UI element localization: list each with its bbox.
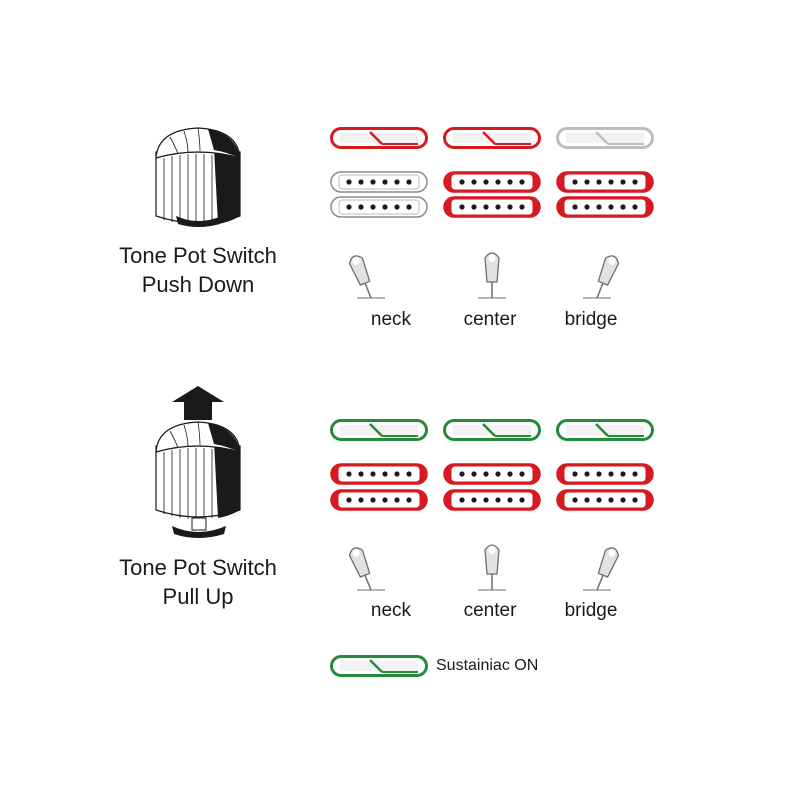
pickup-column-center-1 xyxy=(443,127,541,299)
pickup-column-neck-2 xyxy=(330,419,428,591)
single-coil-bar-center-1 xyxy=(443,127,541,149)
selector-lever-icon-center-1 xyxy=(478,252,506,299)
knob-subtitle-2: Pull Up xyxy=(163,584,234,609)
humbucker-coil-top-neck-2 xyxy=(330,463,428,485)
position-label-bridge-1: bridge xyxy=(565,309,618,330)
pickup-column-bridge-1 xyxy=(556,127,654,299)
selector-lever-icon-center-2 xyxy=(478,544,506,591)
legend-bar-icon xyxy=(330,655,428,677)
position-label-center-2: center xyxy=(464,600,517,621)
knob-title-2: Tone Pot Switch xyxy=(119,555,277,580)
knob-pulled-icon xyxy=(155,421,241,538)
up-arrow-icon xyxy=(172,386,224,420)
pickup-column-neck-1 xyxy=(330,127,428,299)
humbucker-coil-bottom-bridge-2 xyxy=(556,489,654,511)
humbucker-coil-bottom-center-2 xyxy=(443,489,541,511)
humbucker-coil-top-bridge-1 xyxy=(556,171,654,193)
position-label-neck-2: neck xyxy=(371,600,412,621)
humbucker-coil-bottom-neck-2 xyxy=(330,489,428,511)
single-coil-bar-center-2 xyxy=(443,419,541,441)
position-label-center-1: center xyxy=(464,309,517,330)
humbucker-coil-top-center-1 xyxy=(443,171,541,193)
selector-lever-icon-bridge-1 xyxy=(583,255,620,299)
legend-sustainiac-bar xyxy=(330,655,428,677)
humbucker-coil-top-neck-1 xyxy=(330,171,428,193)
knob-subtitle-1: Push Down xyxy=(142,272,255,297)
pickup-column-bridge-2 xyxy=(556,419,654,591)
selector-lever-icon-neck-2 xyxy=(348,547,385,591)
single-coil-bar-bridge-2 xyxy=(556,419,654,441)
humbucker-coil-top-center-2 xyxy=(443,463,541,485)
single-coil-bar-neck-2 xyxy=(330,419,428,441)
humbucker-coil-bottom-bridge-1 xyxy=(556,196,654,218)
selector-lever-icon-bridge-2 xyxy=(583,547,620,591)
humbucker-coil-bottom-neck-1 xyxy=(330,196,428,218)
legend-label: Sustainiac ON xyxy=(436,657,538,674)
position-label-bridge-2: bridge xyxy=(565,600,618,621)
single-coil-bar-neck-1 xyxy=(330,127,428,149)
position-label-neck-1: neck xyxy=(371,309,412,330)
knob-pushed-icon xyxy=(155,127,241,227)
single-coil-bar-bridge-1 xyxy=(556,127,654,149)
humbucker-coil-bottom-center-1 xyxy=(443,196,541,218)
pickup-column-center-2 xyxy=(443,419,541,591)
humbucker-coil-top-bridge-2 xyxy=(556,463,654,485)
pickup-columns xyxy=(330,127,654,591)
selector-lever-icon-neck-1 xyxy=(348,255,385,299)
knob-title-1: Tone Pot Switch xyxy=(119,243,277,268)
